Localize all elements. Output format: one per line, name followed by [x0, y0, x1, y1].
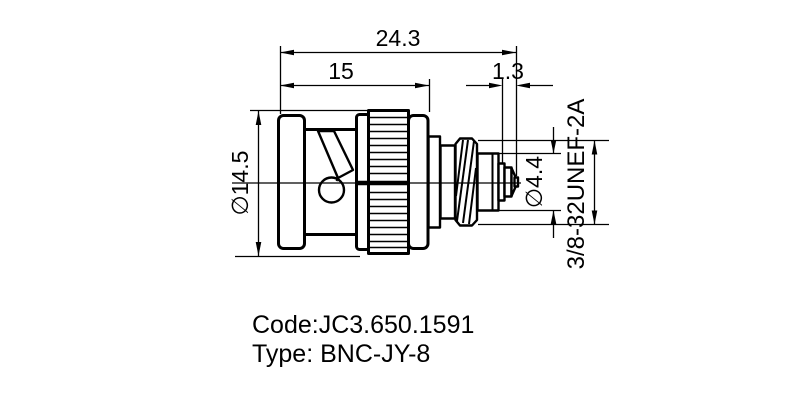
thread-section: [454, 137, 479, 227]
arrowhead-right: [415, 82, 429, 89]
arrowhead-bottom: [591, 210, 598, 225]
dimension-overall-length: 24.3: [279, 25, 518, 176]
arrowhead-top: [550, 140, 557, 154]
dimension-pin-length: 1.3: [466, 58, 553, 166]
type-label: Type: BNC-JY-8: [252, 340, 430, 368]
pin-tip: [513, 176, 520, 188]
dim-thread-spec-label: 3/8-32UNEF-2A: [563, 99, 590, 270]
knurl-texture: [370, 116, 407, 249]
dim-overall-length-label: 24.3: [376, 25, 421, 51]
arrowhead-top: [255, 111, 262, 125]
arrowhead-left: [280, 82, 294, 89]
code-label: Code:JC3.650.1591: [252, 311, 474, 339]
dimension-front-length: 15: [280, 58, 431, 112]
nut-back: [407, 114, 430, 250]
bayonet-slot: [316, 129, 355, 180]
arrowhead-bottom: [550, 210, 557, 224]
arrowhead-top: [591, 140, 598, 155]
front-flange: [277, 114, 306, 250]
rear-step-cylinder: [427, 135, 442, 229]
arrowhead-bottom: [255, 242, 262, 256]
bayonet-slot-link: [335, 177, 339, 182]
arrowhead-left: [280, 49, 294, 56]
rear-ring: [439, 144, 457, 220]
dim-pin-length-label: 1.3: [492, 58, 524, 84]
arrowhead-right: [502, 49, 516, 56]
bayonet-hole: [317, 176, 346, 204]
dimension-pin-diameter: ∅4.4: [498, 127, 561, 238]
connector-outline: [277, 109, 520, 255]
dimension-thread-spec: 3/8-32UNEF-2A: [478, 99, 609, 270]
arrowhead-right: [516, 82, 530, 89]
arrowhead-left: [489, 82, 503, 89]
insulator-cylinder: [476, 152, 500, 212]
dim-pin-diameter-label: ∅4.4: [521, 156, 547, 208]
dim-front-length-label: 15: [328, 58, 354, 84]
